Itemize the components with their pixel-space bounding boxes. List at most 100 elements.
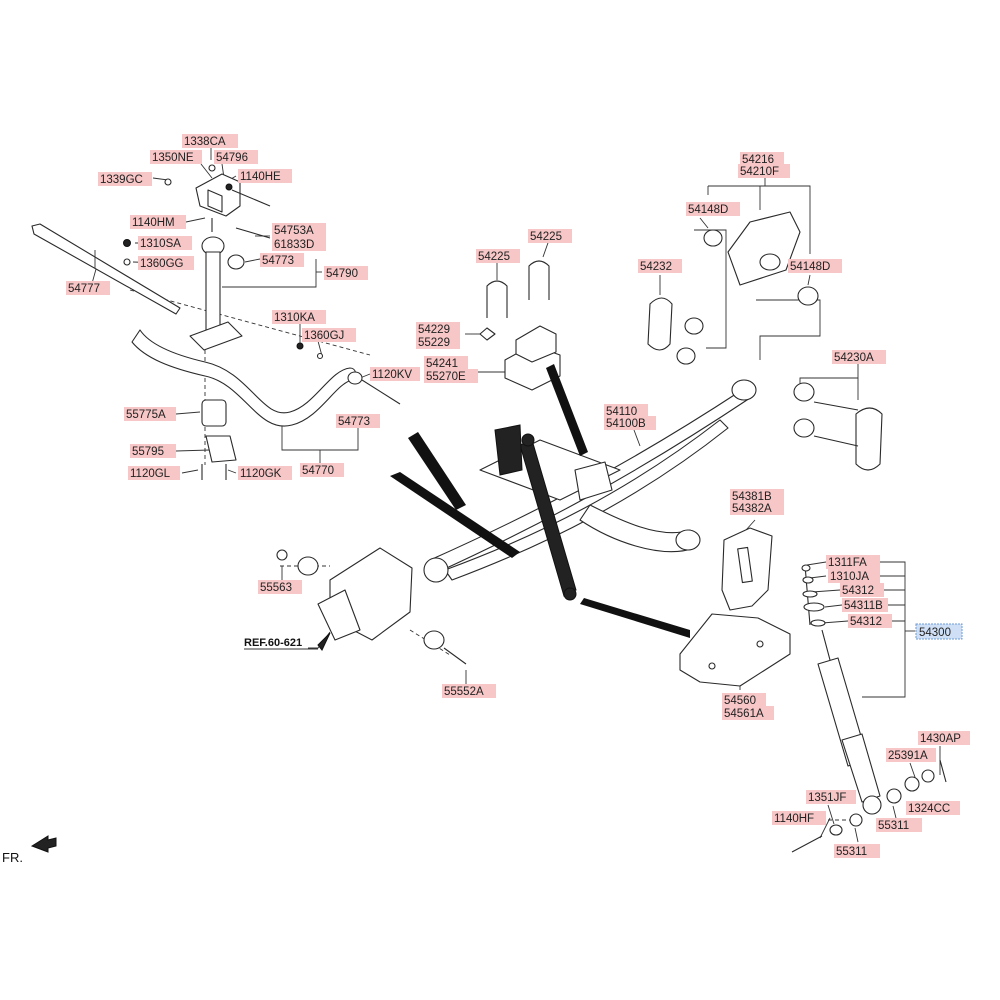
- label-54561a[interactable]: 54561A: [722, 706, 774, 720]
- label-1120gk[interactable]: 1120GK: [238, 466, 292, 480]
- svg-text:54148D: 54148D: [688, 204, 728, 216]
- label-55311-left[interactable]: 55311: [834, 844, 880, 858]
- label-54777[interactable]: 54777: [66, 281, 110, 295]
- label-54312-upper[interactable]: 54312: [840, 583, 884, 597]
- svg-text:54232: 54232: [640, 261, 672, 273]
- label-54560[interactable]: 54560: [722, 693, 766, 707]
- label-1140he[interactable]: 1140HE: [238, 169, 292, 183]
- label-54225-left[interactable]: 54225: [476, 249, 520, 263]
- label-54300[interactable]: 54300: [915, 623, 963, 640]
- bracket-54381b: [721, 527, 773, 611]
- label-54225-right[interactable]: 54225: [528, 229, 572, 243]
- label-61833d[interactable]: 61833D: [272, 237, 326, 251]
- stabilizer-bar-54770: [131, 329, 401, 427]
- svg-text:55775A: 55775A: [126, 409, 166, 421]
- label-54110[interactable]: 54110: [604, 404, 648, 418]
- label-1311fa[interactable]: 1311FA: [826, 555, 880, 569]
- shock-absorber-installed: [494, 424, 613, 601]
- label-54312-lower[interactable]: 54312: [848, 614, 892, 628]
- label-54241[interactable]: 54241: [424, 356, 468, 370]
- label-54148d-right[interactable]: 54148D: [788, 259, 842, 273]
- svg-text:54100B: 54100B: [606, 418, 646, 430]
- label-55552a[interactable]: 55552A: [442, 684, 496, 698]
- svg-text:54381B: 54381B: [732, 491, 772, 503]
- label-54229[interactable]: 54229: [416, 322, 460, 336]
- svg-text:54110: 54110: [606, 406, 637, 418]
- bushing-clamp-55775a: [201, 399, 237, 480]
- label-55311-right[interactable]: 55311: [876, 818, 922, 832]
- label-54796[interactable]: 54796: [214, 150, 258, 164]
- svg-text:54300: 54300: [919, 627, 951, 639]
- svg-text:1360GJ: 1360GJ: [304, 330, 344, 342]
- svg-text:54225: 54225: [478, 251, 510, 263]
- label-1324cc[interactable]: 1324CC: [906, 801, 960, 815]
- svg-text:55795: 55795: [132, 446, 164, 458]
- svg-text:54790: 54790: [326, 268, 358, 280]
- mounting-plate-54560: [679, 613, 791, 687]
- svg-text:54770: 54770: [302, 465, 334, 477]
- label-54770[interactable]: 54770: [300, 463, 344, 477]
- ref-label: REF.60-621: [244, 637, 302, 649]
- label-54753a[interactable]: 54753A: [272, 223, 326, 237]
- svg-text:1120GL: 1120GL: [130, 468, 171, 480]
- label-54100b[interactable]: 54100B: [604, 416, 656, 430]
- label-1120gl[interactable]: 1120GL: [128, 466, 180, 480]
- label-55270e[interactable]: 55270E: [424, 369, 478, 383]
- label-54230a[interactable]: 54230A: [832, 350, 886, 364]
- svg-text:1350NE: 1350NE: [152, 152, 194, 164]
- stabilizer-post-54790: [189, 236, 245, 351]
- label-1120kv[interactable]: 1120KV: [370, 367, 420, 381]
- svg-text:25391A: 25391A: [888, 750, 928, 762]
- label-54773-lower[interactable]: 54773: [336, 414, 380, 428]
- label-1430ap[interactable]: 1430AP: [918, 731, 970, 745]
- label-54381b[interactable]: 54381B: [730, 489, 784, 503]
- label-55775a[interactable]: 55775A: [124, 407, 176, 421]
- svg-text:54753A: 54753A: [274, 225, 314, 237]
- label-1360gj[interactable]: 1360GJ: [302, 328, 356, 342]
- svg-text:55311: 55311: [836, 846, 867, 858]
- u-bolts-54225: [479, 260, 550, 341]
- direction-bands: [390, 364, 690, 638]
- fr-label: FR.: [2, 850, 23, 865]
- label-1351jf[interactable]: 1351JF: [806, 790, 856, 804]
- label-25391a[interactable]: 25391A: [886, 748, 936, 762]
- label-1338ca[interactable]: 1338CA: [182, 134, 238, 148]
- svg-text:55552A: 55552A: [444, 686, 484, 698]
- label-54148d-left[interactable]: 54148D: [686, 202, 740, 216]
- label-1310ja[interactable]: 1310JA: [828, 569, 880, 583]
- label-55563[interactable]: 55563: [258, 580, 302, 594]
- front-direction-marker: FR.: [2, 835, 57, 865]
- label-1140hf[interactable]: 1140HF: [772, 811, 826, 825]
- svg-text:54241: 54241: [426, 358, 458, 370]
- svg-text:54312: 54312: [842, 585, 874, 597]
- svg-text:1310JA: 1310JA: [830, 571, 869, 583]
- svg-text:1310KA: 1310KA: [274, 312, 315, 324]
- label-55229[interactable]: 55229: [416, 335, 460, 349]
- svg-text:1351JF: 1351JF: [808, 792, 846, 804]
- svg-text:54773: 54773: [262, 255, 294, 267]
- label-54382a[interactable]: 54382A: [730, 501, 784, 515]
- label-54790[interactable]: 54790: [324, 266, 368, 280]
- hanger-bracket-54216: [703, 211, 819, 306]
- label-1360gg[interactable]: 1360GG: [138, 256, 194, 270]
- svg-text:1140HM: 1140HM: [132, 217, 175, 229]
- svg-text:1338CA: 1338CA: [184, 136, 226, 148]
- label-1140hm[interactable]: 1140HM: [130, 215, 186, 229]
- label-54232[interactable]: 54232: [638, 259, 682, 273]
- svg-text:55270E: 55270E: [426, 371, 466, 383]
- label-1310ka[interactable]: 1310KA: [272, 310, 326, 324]
- label-54216[interactable]: 54216: [740, 152, 784, 166]
- label-1339gc[interactable]: 1339GC: [98, 172, 152, 186]
- svg-text:1324CC: 1324CC: [908, 803, 950, 815]
- label-1310sa[interactable]: 1310SA: [138, 236, 192, 250]
- label-1350ne[interactable]: 1350NE: [150, 150, 202, 164]
- svg-text:55563: 55563: [260, 582, 292, 594]
- svg-text:54312: 54312: [850, 616, 882, 628]
- part-labels: 1338CA 1350NE 54796 1339GC 1140HE 1140HM…: [66, 134, 970, 858]
- label-55795[interactable]: 55795: [130, 444, 176, 458]
- label-54773-upper[interactable]: 54773: [260, 253, 304, 267]
- label-54210f[interactable]: 54210F: [738, 164, 790, 178]
- svg-text:54230A: 54230A: [834, 352, 874, 364]
- svg-text:54561A: 54561A: [724, 708, 764, 720]
- label-54311b[interactable]: 54311B: [842, 598, 888, 612]
